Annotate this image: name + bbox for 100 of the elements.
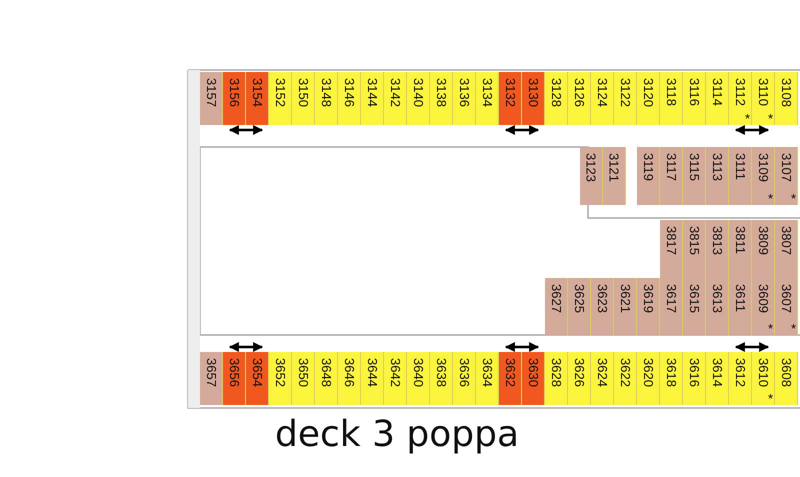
cabin-cell [683,220,706,278]
cabin-number: 3150 [295,78,311,107]
cabin-cell [660,147,683,205]
cabin-number: 3156 [226,78,242,107]
cabin-number: 3656 [226,358,242,387]
cabin-cell [614,352,637,405]
cabin-cell [338,352,361,405]
cabin-number: 3122 [617,78,633,107]
asterisk-mark: * [768,112,773,125]
double-arrow [504,125,540,135]
cabin-number: 3607 [778,284,794,313]
asterisk-mark: * [744,112,750,125]
cabin-number: 3610 [755,358,771,387]
asterisk-mark: * [790,192,796,205]
cabin-cell [637,352,660,405]
double-arrow [228,125,264,135]
cabin-number: 3119 [640,153,656,181]
cabin-cell [706,147,729,205]
cabin-cell [315,352,338,405]
cabin-cell [545,352,568,405]
cabin-cell [246,352,269,405]
asterisk-mark: * [768,192,773,205]
cabin-cell [660,278,683,335]
cabin-cell [706,278,729,335]
cabin-number: 3624 [594,358,610,387]
cabin-number: 3609 [755,284,771,313]
cabin-cell [591,72,614,125]
cabin-cell [200,352,223,405]
cabin-cell [338,72,361,125]
cabin-cell [660,220,683,278]
cabin-number: 3813 [709,226,725,255]
cabin-cell [729,147,752,205]
cabin-cell [752,352,775,405]
cabin-cell [706,220,729,278]
cabin-cell [269,352,292,405]
cabin-number: 3157 [203,78,219,107]
cabin-cell [292,72,315,125]
cabin-number: 3612 [732,358,748,387]
cabin-cell [568,278,591,335]
cabin-cell [591,352,614,405]
cabin-cell [683,352,706,405]
cabin-number: 3116 [686,78,702,106]
cabin-number: 3611 [732,284,748,312]
cabin-number: 3636 [456,358,472,387]
cabin-number: 3152 [272,78,288,107]
cabin-cell [522,352,545,405]
cabin-cell [453,72,476,125]
cabin-number: 3112 [732,78,748,106]
cabin-cell [580,147,602,205]
cabin-number: 3115 [686,153,702,181]
cabin-number: 3644 [364,358,380,387]
cabin-number: 3107 [778,153,794,182]
cabin-number: 3640 [410,358,426,387]
asterisk-mark: * [768,322,773,335]
double-arrow [734,125,770,135]
cabin-cell [706,72,729,125]
cabin-number: 3654 [249,358,265,387]
cabin-number: 3628 [548,358,564,387]
cabin-cell [269,72,292,125]
cabin-number: 3616 [686,358,702,387]
cabin-number: 3114 [709,78,725,106]
cabin-number: 3124 [594,78,610,107]
cabin-cell [407,352,430,405]
cabin-number: 3146 [341,78,357,107]
cabin-number: 3142 [387,78,403,107]
double-arrow [734,342,770,352]
cabin-number: 3650 [295,358,311,387]
cabin-cell [683,147,706,205]
cabin-cell [591,278,614,335]
cabin-cell [602,147,626,205]
cabin-cell [246,72,269,125]
double-arrow [228,342,264,352]
cabin-number: 3632 [502,358,518,387]
cabin-number: 3646 [341,358,357,387]
deck-title: deck 3 poppa [275,414,520,455]
cabin-number: 3123 [582,153,598,182]
cabin-cell [545,278,568,335]
cabin-number: 3608 [778,358,794,387]
cabin-number: 3140 [410,78,426,107]
cabin-cell [775,147,798,205]
cabin-number: 3807 [778,226,794,255]
cabin-cell [752,220,775,278]
cabin-number: 3154 [249,78,265,107]
cabin-cell [729,72,752,125]
cabin-number: 3148 [318,78,334,107]
cabin-cell [499,72,522,125]
cabin-cell [453,352,476,405]
cabin-number: 3620 [640,358,656,387]
cabin-cell [476,352,499,405]
cabin-number: 3648 [318,358,334,387]
cabin-number: 3817 [663,226,679,255]
cabin-number: 3809 [755,226,771,255]
cabin-cell [637,72,660,125]
cabin-cell [660,352,683,405]
cabin-cell [706,352,729,405]
cabin-cell [361,352,384,405]
cabin-number: 3109 [755,153,771,182]
cabin-cell [568,352,591,405]
cabin-number: 3110 [755,78,771,106]
cabin-number: 3622 [617,358,633,387]
